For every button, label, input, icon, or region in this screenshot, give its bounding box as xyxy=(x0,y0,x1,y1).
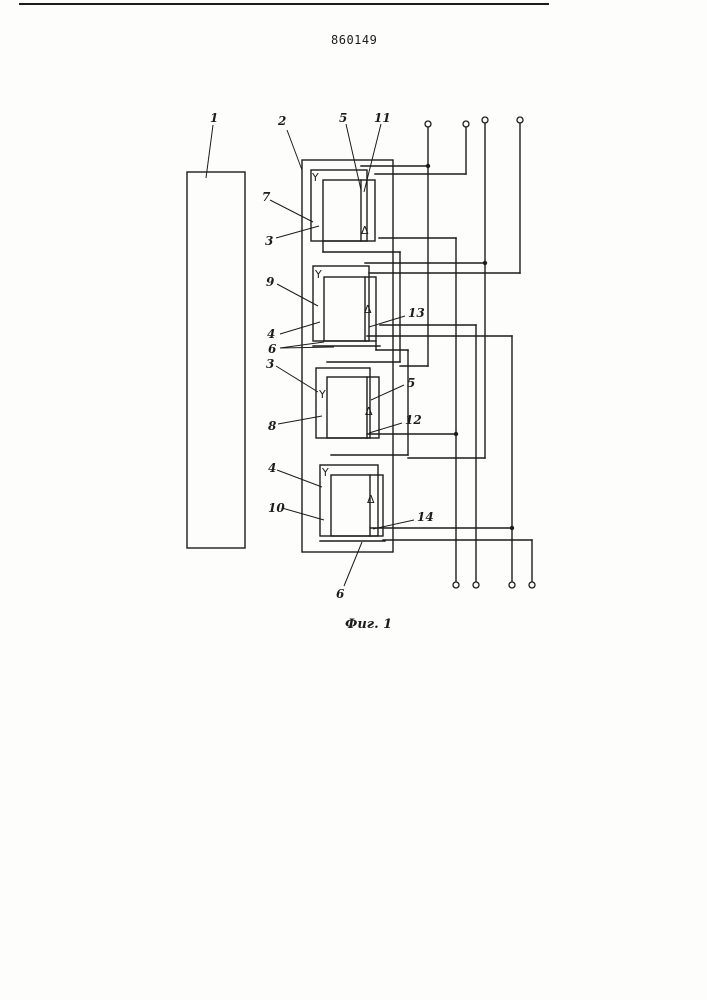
label-14: 14 xyxy=(417,511,434,523)
label-11: 11 xyxy=(374,112,391,124)
label-3-mid: 3 xyxy=(266,358,274,370)
terminal-bottom-2 xyxy=(473,582,479,588)
label-2: 2 xyxy=(278,115,286,127)
star-symbol: Y xyxy=(318,388,326,401)
leader-7 xyxy=(270,200,313,222)
label-6-bot: 6 xyxy=(336,588,344,600)
block-1 xyxy=(187,172,245,548)
junction-dot xyxy=(454,432,458,436)
label-6-mid: 6 xyxy=(268,343,276,355)
housing-2 xyxy=(302,160,393,552)
terminal-bottom-3 xyxy=(509,582,515,588)
label-4-bot: 4 xyxy=(268,462,276,474)
delta-symbol: Δ xyxy=(365,405,373,418)
star-symbol: Y xyxy=(314,268,322,281)
terminal-top-4 xyxy=(517,117,523,123)
label-1: 1 xyxy=(210,112,218,124)
leader-2 xyxy=(287,130,302,170)
unit-frame-8 xyxy=(316,368,370,438)
delta-symbol: Δ xyxy=(361,224,369,237)
label-13: 13 xyxy=(408,307,425,319)
terminal-top-3 xyxy=(482,117,488,123)
label-12: 12 xyxy=(405,414,422,426)
leader-3-top xyxy=(276,226,319,238)
label-9: 9 xyxy=(266,276,274,288)
star-symbol: Y xyxy=(311,171,319,184)
delta-symbol: Δ xyxy=(367,493,375,506)
label-7: 7 xyxy=(262,191,270,203)
label-10: 10 xyxy=(268,502,285,514)
leader-4-bot xyxy=(277,470,322,487)
leader-9 xyxy=(277,284,318,306)
terminal-bottom-1 xyxy=(453,582,459,588)
label-4-top: 4 xyxy=(267,328,275,340)
junction-dot xyxy=(483,261,487,265)
star-symbol: Y xyxy=(321,466,329,479)
leader-4-top xyxy=(280,322,320,334)
terminal-top-1 xyxy=(425,121,431,127)
terminal-top-2 xyxy=(463,121,469,127)
figure-caption: Фиг. 1 xyxy=(345,617,392,632)
unit-core-4b xyxy=(331,475,383,536)
label-5-top: 5 xyxy=(339,112,347,124)
leader-3-mid xyxy=(276,366,318,392)
leader-6-bot xyxy=(344,542,362,586)
delta-symbol: Δ xyxy=(364,303,372,316)
leader-10 xyxy=(282,508,324,520)
leader-5-mid xyxy=(371,385,404,400)
label-8: 8 xyxy=(268,420,276,432)
label-5-mid: 5 xyxy=(407,377,415,389)
leader-11 xyxy=(364,124,381,192)
terminal-bottom-4 xyxy=(529,582,535,588)
junction-dot xyxy=(510,526,514,530)
leader-1 xyxy=(206,125,213,178)
junction-dot xyxy=(426,164,430,168)
leader-12 xyxy=(369,423,402,433)
label-3-top: 3 xyxy=(265,235,273,247)
